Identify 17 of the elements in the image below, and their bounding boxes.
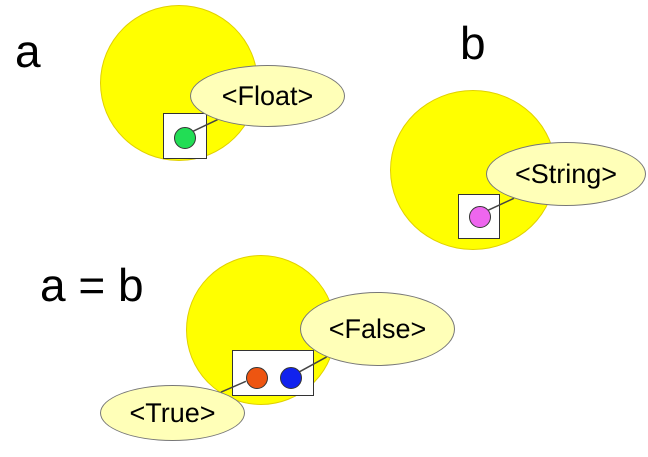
- type-tooltip: <True>: [100, 385, 245, 441]
- type-tooltip: <Float>: [190, 65, 345, 127]
- port-box: [458, 194, 500, 239]
- port-dot: [174, 127, 196, 149]
- port-dot: [469, 206, 491, 228]
- port-box: [163, 113, 207, 159]
- leader-line: [192, 119, 218, 132]
- variable-label: b: [460, 20, 486, 66]
- type-tooltip: <False>: [300, 292, 455, 366]
- port-dot: [280, 367, 302, 389]
- leader-line: [488, 198, 514, 212]
- leader-line: [299, 356, 327, 372]
- variable-label: a = b: [40, 262, 144, 308]
- type-tooltip: <String>: [486, 142, 646, 206]
- port-dot: [246, 367, 268, 389]
- leader-line: [220, 380, 246, 393]
- variable-label: a: [15, 28, 41, 74]
